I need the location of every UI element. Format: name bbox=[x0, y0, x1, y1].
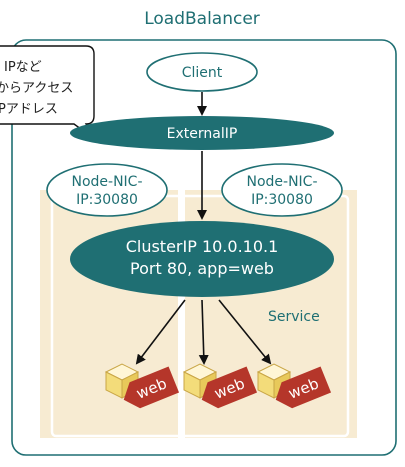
arrow-cluster-to-pod-3 bbox=[218, 299, 272, 365]
callout-line-2: からアクセス bbox=[0, 81, 73, 96]
arrow-cluster-to-pod-2 bbox=[198, 299, 209, 365]
service-frame bbox=[50, 194, 350, 438]
external-ip-node bbox=[70, 116, 334, 150]
callout-line-3: Pアドレス bbox=[0, 102, 58, 117]
node-nic-right-line-2: IP:30080 bbox=[251, 192, 313, 208]
web-tag-icon: web bbox=[201, 366, 258, 409]
client-label: Client bbox=[182, 65, 223, 81]
service-label: Service bbox=[268, 309, 320, 325]
node-nic-right bbox=[221, 163, 343, 217]
client-node bbox=[146, 52, 258, 92]
node-nic-left-line-1: Node-NIC- bbox=[71, 174, 142, 190]
cluster-ip-line-1: ClusterIP 10.0.10.1 bbox=[126, 237, 279, 256]
cluster-ip-line-2: Port 80, app=web bbox=[130, 259, 274, 278]
external-ip-label: ExternalIP bbox=[167, 126, 238, 142]
node-nic-left bbox=[46, 163, 168, 217]
pod-1: web bbox=[104, 363, 180, 409]
pod-3: web bbox=[256, 363, 332, 409]
web-tag-icon: web bbox=[275, 366, 332, 409]
node-nic-right-line-1: Node-NIC- bbox=[246, 174, 317, 190]
arrow-cluster-to-pod-1 bbox=[135, 299, 186, 365]
pod-2: web bbox=[182, 363, 258, 409]
cluster-ip-node bbox=[70, 221, 334, 297]
diagram-title: LoadBalancer bbox=[144, 9, 260, 29]
web-tag-icon: web bbox=[123, 366, 180, 409]
callout-line-1: IPなど bbox=[4, 60, 42, 75]
callout-bubble bbox=[0, 45, 97, 141]
node-nic-left-line-2: IP:30080 bbox=[76, 192, 138, 208]
